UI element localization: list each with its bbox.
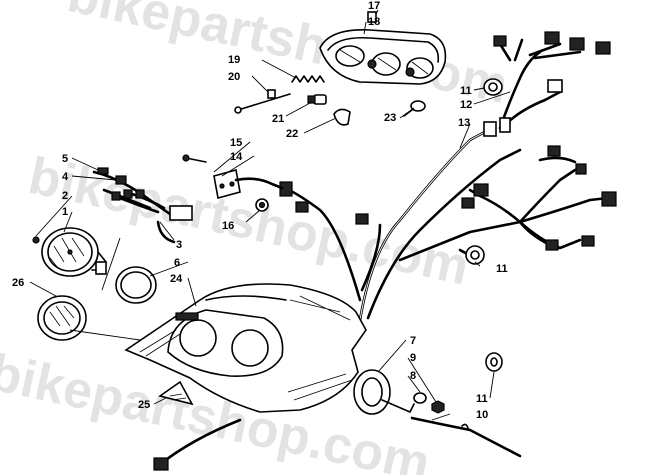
watermark-text-middle: bikepartshop.com bbox=[24, 147, 474, 297]
callout-24: 24 bbox=[170, 273, 183, 285]
callout-11-lower: 11 bbox=[476, 393, 488, 405]
instrument-dash-panel bbox=[124, 283, 367, 413]
callout-20: 20 bbox=[228, 71, 240, 83]
speedometer-drive bbox=[353, 369, 415, 415]
callout-23: 23 bbox=[384, 112, 396, 124]
callout-14: 14 bbox=[230, 151, 243, 163]
callout-3: 3 bbox=[176, 239, 182, 251]
callout-13: 13 bbox=[458, 117, 470, 129]
gauge-bulb bbox=[32, 236, 40, 244]
callout-16: 16 bbox=[222, 220, 234, 232]
callout-9: 9 bbox=[410, 352, 416, 364]
callout-21: 21 bbox=[272, 113, 284, 125]
grommet-middle bbox=[465, 245, 485, 265]
main-wiring-harness bbox=[283, 38, 610, 322]
gauge-wiring-pigtail bbox=[92, 167, 193, 244]
speedometer bbox=[41, 227, 107, 277]
adjuster-spring bbox=[291, 75, 325, 83]
headlight-clip bbox=[367, 11, 377, 23]
callout-22: 22 bbox=[286, 128, 298, 140]
adjuster-rod bbox=[234, 89, 291, 114]
leader-lines bbox=[29, 9, 511, 421]
lower-cable bbox=[153, 418, 242, 471]
washer bbox=[413, 392, 427, 404]
bulb-socket bbox=[333, 108, 351, 126]
harness-connectors bbox=[279, 31, 617, 251]
callout-12: 12 bbox=[460, 99, 472, 111]
callout-8: 8 bbox=[410, 370, 416, 382]
callout-11-middle: 11 bbox=[496, 263, 508, 275]
callout-2: 2 bbox=[62, 190, 68, 202]
screw bbox=[182, 154, 207, 163]
grommet-upper bbox=[483, 78, 503, 96]
callout-numbers: 17 18 19 20 21 22 23 11 12 13 15 14 16 5… bbox=[12, 0, 508, 421]
callout-10: 10 bbox=[476, 409, 488, 421]
callout-15: 15 bbox=[230, 137, 242, 149]
small-bulb bbox=[403, 100, 426, 117]
gauge-bezel bbox=[37, 295, 87, 341]
callout-26: 26 bbox=[12, 277, 24, 289]
callout-4: 4 bbox=[62, 171, 69, 183]
headlight-assembly bbox=[319, 29, 447, 85]
callout-18: 18 bbox=[368, 16, 380, 28]
warning-decal bbox=[158, 380, 194, 406]
callout-5: 5 bbox=[62, 153, 68, 165]
callout-11-upper: 11 bbox=[460, 85, 472, 97]
callout-19: 19 bbox=[228, 54, 240, 66]
speedometer-cable bbox=[410, 416, 522, 458]
lock-nut bbox=[255, 198, 269, 212]
callout-1: 1 bbox=[62, 206, 68, 218]
callout-17: 17 bbox=[368, 0, 380, 12]
gauge-seal-ring bbox=[115, 266, 157, 304]
callout-7: 7 bbox=[410, 335, 416, 347]
callout-6: 6 bbox=[174, 257, 180, 269]
callout-25: 25 bbox=[138, 399, 150, 411]
grommet-lower bbox=[485, 352, 503, 372]
hex-nut bbox=[431, 400, 445, 414]
headlight-bulb bbox=[307, 94, 327, 105]
